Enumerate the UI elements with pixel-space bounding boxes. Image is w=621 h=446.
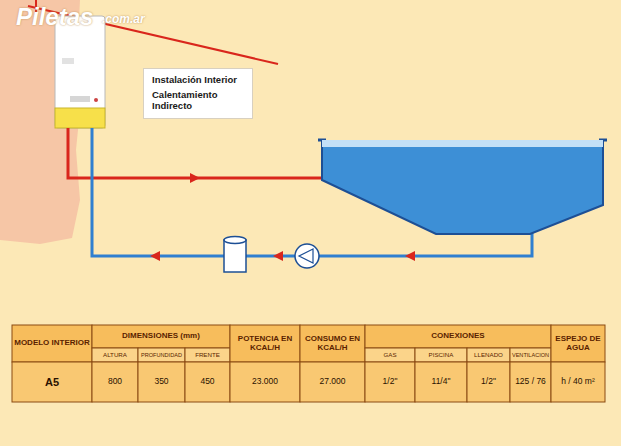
table-cell-frame <box>230 362 300 402</box>
watermark-text: Piletas <box>16 4 93 30</box>
table-cell-frame <box>365 348 415 362</box>
table-cell-frame <box>92 325 230 348</box>
table-cell: 800 <box>92 362 138 402</box>
filter <box>224 237 246 273</box>
hot-pipe <box>68 128 322 178</box>
table-cell-frame <box>138 362 185 402</box>
table-cell-frame <box>300 362 365 402</box>
table-text: MODELO INTERIOR <box>14 339 90 348</box>
table-cell-frame <box>365 325 551 348</box>
table-cell-frame <box>510 362 551 402</box>
table-cell-frame <box>12 362 92 402</box>
table-cell-frame <box>92 348 138 362</box>
table-text: CONSUMO EN KCAL/H <box>302 335 363 353</box>
table-header: MODELO INTERIOR <box>12 325 92 362</box>
table-subheader: PROFUNDIDAD <box>138 348 185 362</box>
table-text: ALTURA <box>103 352 127 359</box>
table-text: PISCINA <box>429 352 454 359</box>
table-subheader: VENTILACION <box>510 348 551 362</box>
table-cell: 23.000 <box>230 362 300 402</box>
watermark-text: .com.ar <box>102 13 145 26</box>
table-cell-frame <box>551 325 605 362</box>
table-text: A5 <box>45 376 59 388</box>
table-text: 23.000 <box>252 377 278 386</box>
caption-box: Instalación InteriorCalentamiento Indire… <box>143 68 253 119</box>
table-cell-frame <box>551 362 605 402</box>
table-cell-frame <box>510 348 551 362</box>
table-cell: 450 <box>185 362 230 402</box>
pool <box>318 140 607 234</box>
heater <box>55 16 105 128</box>
table-text: 27.000 <box>320 377 346 386</box>
table-subheader: PISCINA <box>415 348 467 362</box>
table-subheader: ALTURA <box>92 348 138 362</box>
table-header: DIMENSIONES (mm) <box>92 325 230 348</box>
table-text: POTENCIA EN KCAL/H <box>232 335 298 353</box>
table-cell-frame <box>365 362 415 402</box>
table-subheader: FRENTE <box>185 348 230 362</box>
table-text: 1/2" <box>481 377 496 386</box>
table-cell: 1/2" <box>365 362 415 402</box>
table-cell: 11/4" <box>415 362 467 402</box>
table-text: CONEXIONES <box>431 332 484 341</box>
table-cell-frame <box>415 362 467 402</box>
table-header: CONSUMO EN KCAL/H <box>300 325 365 362</box>
caption-text: Instalación Interior <box>152 75 244 86</box>
table-text: 800 <box>108 377 122 386</box>
pump <box>295 244 319 268</box>
table-text: h / 40 m² <box>561 377 595 386</box>
table-cell: h / 40 m² <box>551 362 605 402</box>
table-cell: A5 <box>12 362 92 402</box>
table-cell-frame <box>415 348 467 362</box>
table-cell-frame <box>138 348 185 362</box>
table-cell-frame <box>230 325 300 362</box>
table-cell: 1/2" <box>467 362 510 402</box>
table-header: ESPEJO DE AGUA <box>551 325 605 362</box>
table-cell-frame <box>185 362 230 402</box>
caption-text: Calentamiento Indirecto <box>152 90 244 112</box>
table-cell-frame <box>467 348 510 362</box>
table-subheader: GAS <box>365 348 415 362</box>
table-text: DIMENSIONES (mm) <box>122 332 200 341</box>
watermark: .com.ar <box>100 10 160 30</box>
table-text: 11/4" <box>432 377 451 386</box>
watermark: Piletas <box>14 2 104 32</box>
table-cell-frame <box>185 348 230 362</box>
spec-table <box>12 325 605 402</box>
table-cell: 125 / 76 <box>510 362 551 402</box>
flow-arrows <box>150 173 415 261</box>
table-text: 1/2" <box>383 377 398 386</box>
table-cell-frame <box>92 362 138 402</box>
table-header: POTENCIA EN KCAL/H <box>230 325 300 362</box>
table-header: CONEXIONES <box>365 325 551 348</box>
table-text: 350 <box>154 377 168 386</box>
table-text: 450 <box>200 377 214 386</box>
table-text: GAS <box>383 352 396 359</box>
table-cell-frame <box>12 325 92 362</box>
table-cell-frame <box>300 325 365 362</box>
table-text: VENTILACION <box>512 352 549 358</box>
table-cell-frame <box>467 362 510 402</box>
table-cell: 27.000 <box>300 362 365 402</box>
table-cell: 350 <box>138 362 185 402</box>
table-text: FRENTE <box>195 352 220 359</box>
table-text: PROFUNDIDAD <box>141 352 182 358</box>
table-text: 125 / 76 <box>515 377 546 386</box>
table-text: ESPEJO DE AGUA <box>553 335 603 353</box>
table-text: LLENADO <box>474 352 503 359</box>
table-subheader: LLENADO <box>467 348 510 362</box>
